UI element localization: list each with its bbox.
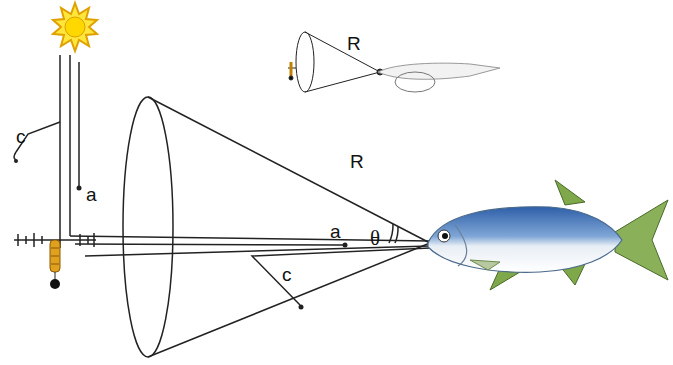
inset-radius-label: R bbox=[345, 34, 363, 53]
ray-c-label: c bbox=[280, 265, 294, 284]
ray-a-label: a bbox=[328, 222, 343, 241]
ray-a-label: a bbox=[84, 185, 99, 204]
ray-a bbox=[78, 62, 80, 186]
fish bbox=[428, 180, 668, 290]
light-ray bbox=[69, 55, 71, 236]
radius-label: R bbox=[348, 152, 366, 171]
ray-c-label: c bbox=[14, 127, 28, 146]
angle-label: θ bbox=[368, 228, 382, 249]
sun bbox=[53, 3, 97, 51]
ray-a-line bbox=[75, 244, 343, 245]
ray-c-line bbox=[252, 248, 430, 305]
vision-cone bbox=[123, 97, 430, 357]
inset-cone bbox=[288, 32, 500, 92]
ray-c-hook bbox=[14, 152, 16, 160]
light-ray bbox=[59, 55, 61, 248]
prey-item bbox=[50, 240, 60, 289]
